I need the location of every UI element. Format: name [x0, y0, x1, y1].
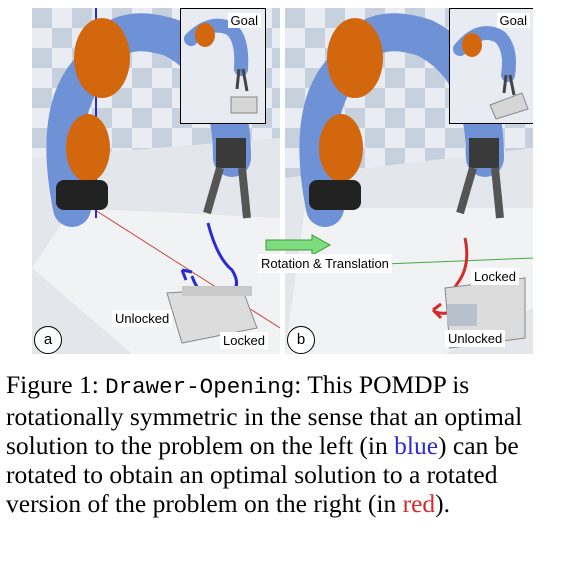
transform-arrow-icon — [265, 234, 332, 256]
goal-label-b: Goal — [496, 13, 530, 28]
caption-red-word: red — [402, 489, 436, 518]
caption-text-3: ). — [435, 489, 451, 518]
caption-text-1: : This POMDP is rotationally symmetric i… — [6, 370, 523, 460]
caption-prefix: Figure 1: — [6, 370, 106, 399]
goal-inset-a-scene — [181, 9, 265, 123]
goal-label-a: Goal — [227, 13, 261, 28]
panel-b-badge: b — [287, 326, 315, 354]
panel-b: Goal Locked Unlocked b — [285, 8, 533, 354]
panel-a-badge: a — [34, 326, 62, 354]
figure: Goal Unlocked Locked a — [32, 8, 536, 358]
locked-label-b: Locked — [471, 268, 519, 285]
goal-inset-b-scene — [450, 9, 533, 123]
locked-label-a: Locked — [220, 332, 268, 349]
caption-text-2: ) can be rotated to obtain an optimal so… — [6, 431, 519, 518]
unlocked-label-a: Unlocked — [112, 310, 173, 327]
unlocked-label-b: Unlocked — [445, 330, 506, 347]
figure-caption: Figure 1: Drawer-Opening: This POMDP is … — [6, 370, 558, 518]
transform-label: Rotation & Translation — [258, 254, 392, 273]
caption-blue-word: blue — [394, 431, 439, 460]
panel-b-scene — [285, 8, 533, 354]
caption-name: Drawer-Opening — [105, 374, 295, 400]
goal-inset-b: Goal — [449, 8, 533, 124]
panel-a: Goal Unlocked Locked a — [32, 8, 280, 354]
goal-inset-a: Goal — [180, 8, 266, 124]
